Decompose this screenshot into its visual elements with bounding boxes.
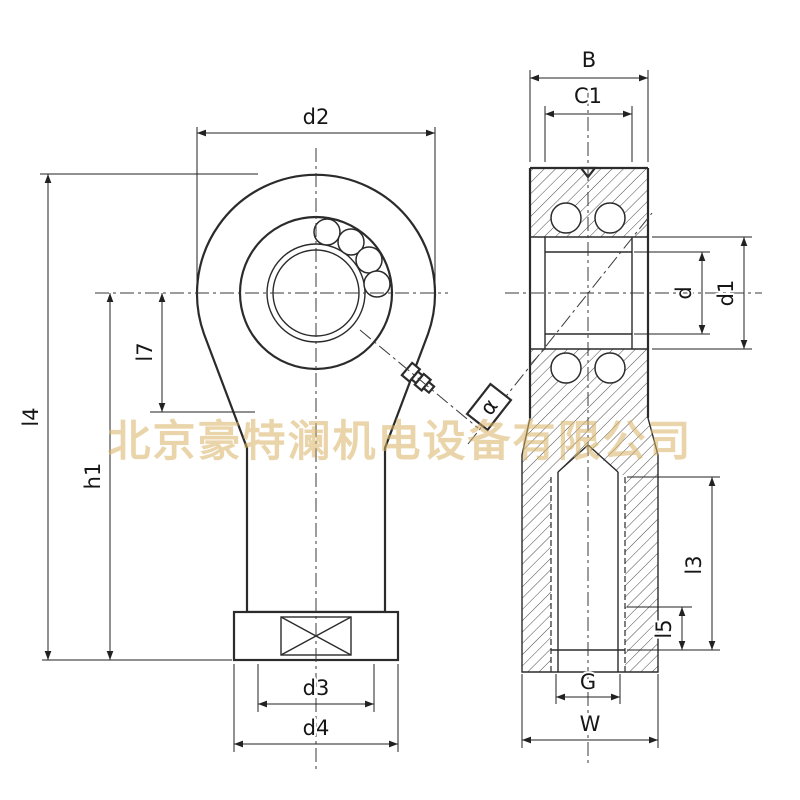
- dim-label-G: G: [580, 670, 596, 694]
- ball-icon: [594, 202, 626, 234]
- dim-label-C1: C1: [574, 84, 602, 108]
- housing-section-top: [530, 168, 648, 237]
- dim-label-d2: d2: [303, 105, 330, 129]
- watermark-text: 北京豪特澜机电设备有限公司: [108, 417, 693, 467]
- dim-label-d3: d3: [303, 676, 330, 700]
- fitting-axis-centerline: [359, 329, 479, 429]
- dim-label-d4: d4: [303, 716, 330, 740]
- ball-icon: [355, 246, 383, 274]
- front-view: d2 l7 h1 l4 d3 d4: [17, 103, 479, 772]
- ball-icon: [363, 270, 391, 298]
- dim-label-d: d: [672, 286, 696, 299]
- shank-section: [522, 418, 658, 672]
- dim-label-W: W: [580, 712, 601, 736]
- dim-label-l5: l5: [652, 619, 676, 638]
- dim-label-l3: l3: [682, 555, 706, 574]
- ball-icon: [550, 202, 582, 234]
- side-section-view: α B C1 d d1 l3 l5 G: [465, 46, 762, 766]
- ball-icon: [337, 228, 365, 256]
- dim-label-h1: h1: [81, 463, 105, 490]
- dim-label-B: B: [582, 48, 596, 72]
- dim-label-l7: l7: [133, 342, 157, 361]
- ball-icon: [550, 352, 582, 384]
- ball-icon: [594, 352, 626, 384]
- dim-label-l4: l4: [19, 407, 43, 426]
- ball-icon: [313, 218, 341, 246]
- shank-outline: [521, 417, 659, 673]
- housing-section-bottom: [530, 349, 648, 418]
- dim-label-d1: d1: [714, 280, 738, 307]
